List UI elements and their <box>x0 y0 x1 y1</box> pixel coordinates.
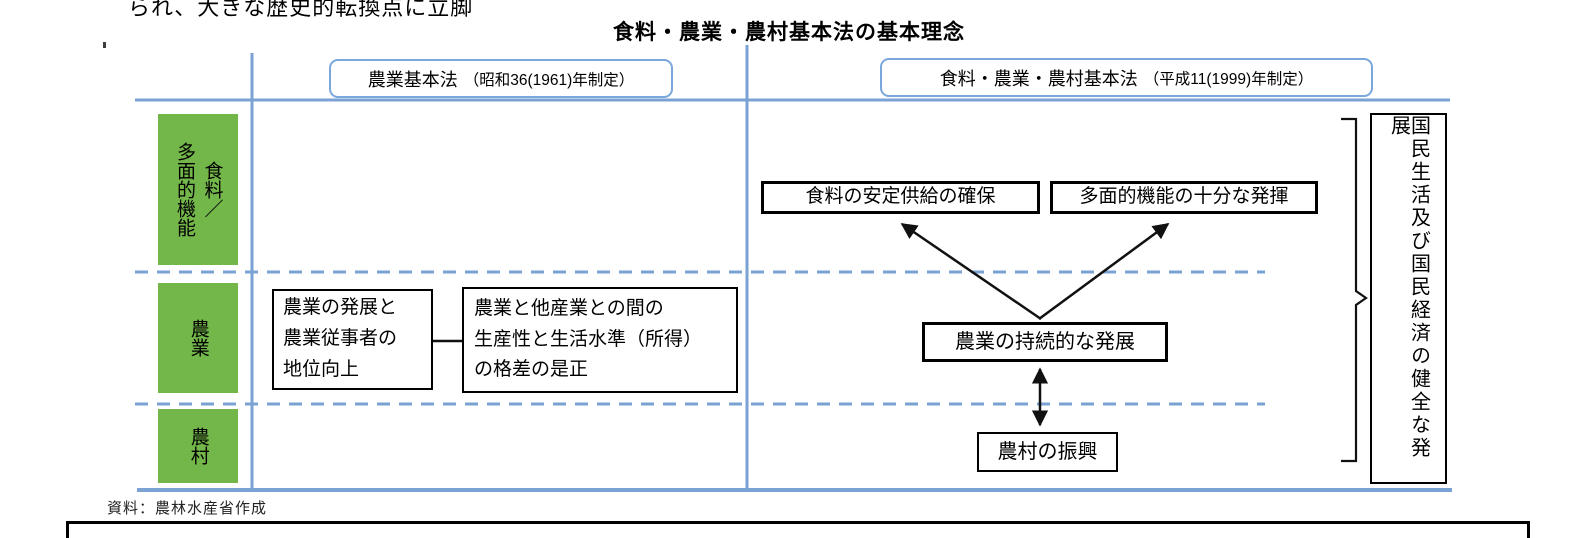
goal-text: 国民生活及び国民経済の健全な発展 <box>1387 115 1430 460</box>
old-law-name: 農業基本法 <box>367 69 458 90</box>
page-title: 食料・農業・農村基本法の基本理念 <box>613 21 965 44</box>
row-label-text: 農村 <box>187 427 209 465</box>
row-label-text: 食料／ 多面的機能 <box>174 142 223 237</box>
row-label-agriculture: 農業 <box>158 283 238 393</box>
flow-arrows <box>900 222 1170 427</box>
old-law-date: （昭和36(1961)年制定） <box>463 71 635 89</box>
food-supply-box: 食料の安定供給の確保 <box>761 181 1040 214</box>
clipped-bottom-panel <box>66 521 1530 538</box>
stray-mark <box>103 42 106 48</box>
box-text: 農村の振興 <box>997 440 1098 463</box>
new-law-name: 食料・農業・農村基本法 <box>939 68 1138 89</box>
source-note: 資料：農林水産省作成 <box>107 500 268 517</box>
goal-brace <box>1341 117 1368 463</box>
box-text: 農業の持続的な発展 <box>955 330 1135 353</box>
box-text: 多面的機能の十分な発揮 <box>1079 186 1289 208</box>
rural-promotion-box: 農村の振興 <box>977 432 1118 472</box>
new-law-header: 食料・農業・農村基本法 （平成11(1999)年制定） <box>880 58 1373 97</box>
clipped-context-text: られ、大きな歴史的転換点に立脚 <box>128 0 474 20</box>
box-text: 農業の発展と 農業従事者の 地位向上 <box>283 297 398 380</box>
box-text: 農業と他産業との間の 生産性と生活水準（所得） の格差の是正 <box>474 297 703 381</box>
row-label-food-multifunction: 食料／ 多面的機能 <box>158 114 238 265</box>
old-law-header: 農業基本法 （昭和36(1961)年制定） <box>329 59 673 98</box>
old-law-disparity-box: 農業と他産業との間の 生産性と生活水準（所得） の格差の是正 <box>462 287 738 393</box>
multifunction-box: 多面的機能の十分な発揮 <box>1050 181 1318 214</box>
table-grid-lines <box>135 45 1452 492</box>
national-goal-box: 国民生活及び国民経済の健全な発展 <box>1370 113 1447 484</box>
box-text: 食料の安定供給の確保 <box>805 186 996 208</box>
old-law-development-box: 農業の発展と 農業従事者の 地位向上 <box>272 289 433 390</box>
row-label-rural: 農村 <box>158 409 238 483</box>
row-label-text: 農業 <box>187 319 209 357</box>
sustainable-agriculture-box: 農業の持続的な発展 <box>922 322 1168 362</box>
new-law-date: （平成11(1999)年制定） <box>1143 70 1314 88</box>
